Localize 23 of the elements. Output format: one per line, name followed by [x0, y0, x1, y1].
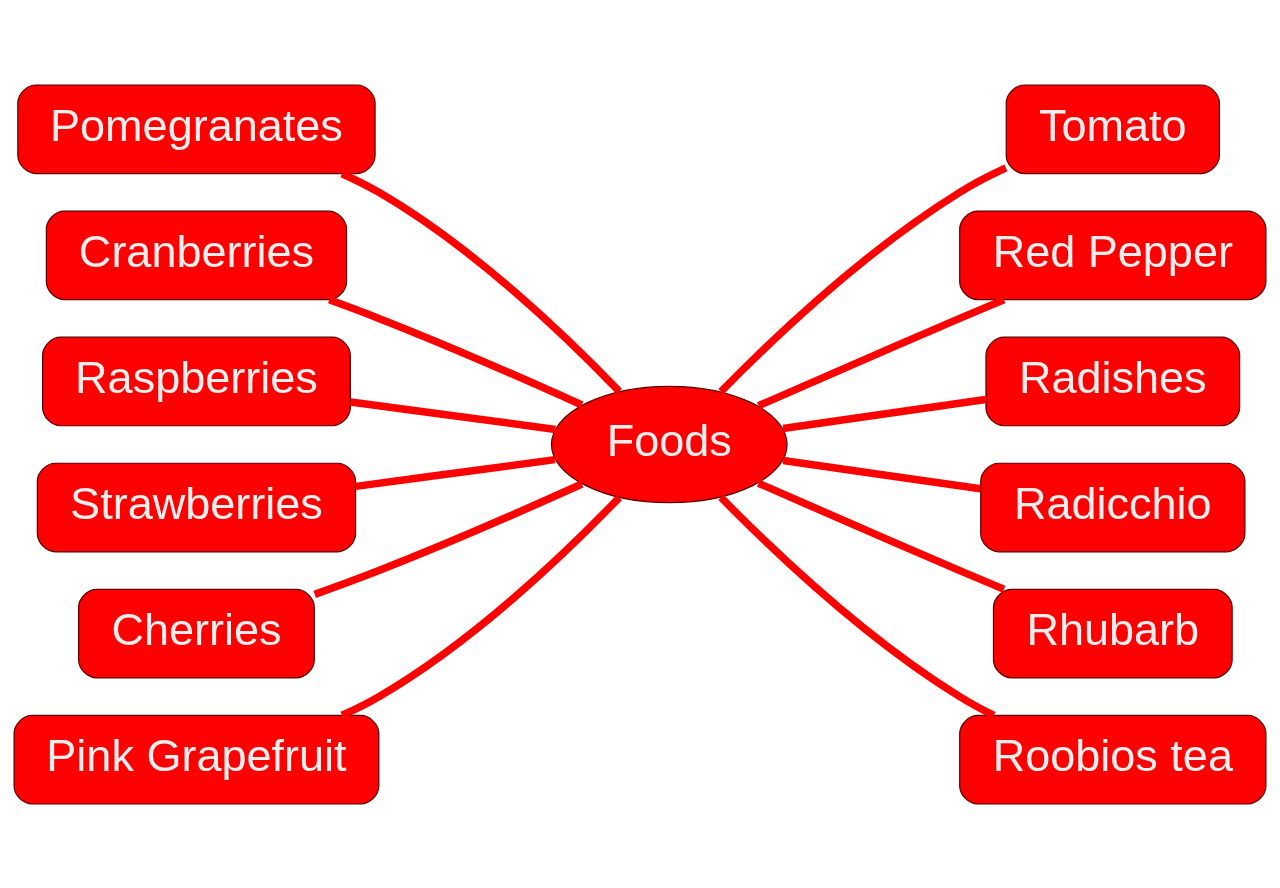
connector [782, 456, 981, 493]
connector [340, 494, 622, 719]
node-box: Rhubarb [992, 588, 1233, 678]
node-box: Cherries [78, 588, 315, 678]
node-box: Radicchio [980, 462, 1246, 552]
connector [782, 395, 987, 432]
node-box: Tomato [1005, 83, 1220, 174]
node-box: Red Pepper [959, 210, 1267, 300]
connector [355, 455, 556, 490]
node-box: Radishes [985, 336, 1241, 426]
node-box: Raspberries [42, 336, 351, 426]
node-box: Strawberries [36, 462, 357, 552]
connector [313, 480, 584, 598]
node-box: Cranberries [45, 210, 348, 300]
connector [350, 397, 556, 433]
connector [718, 163, 1008, 394]
node-box: Pink Grapefruit [13, 714, 380, 805]
node-box: Pomegranates [17, 83, 376, 174]
node-box: Roobios tea [959, 714, 1267, 805]
node-ellipse: Foods [550, 385, 788, 503]
connector [718, 494, 996, 719]
connector [328, 295, 584, 408]
connector [756, 479, 1006, 593]
